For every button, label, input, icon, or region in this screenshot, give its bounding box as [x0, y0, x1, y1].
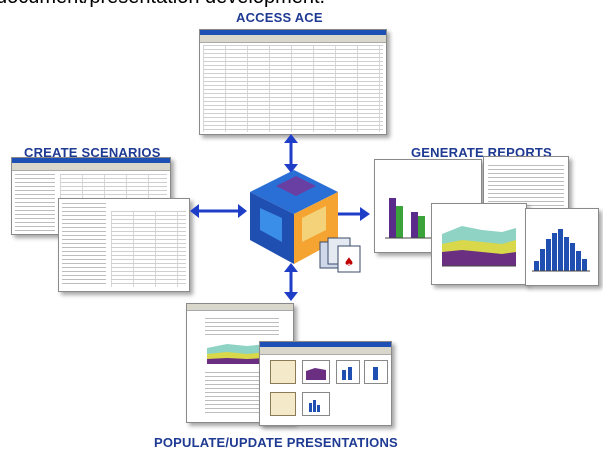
window-title-bar: [260, 342, 391, 347]
access-ace-spreadsheet-screenshot: [199, 29, 387, 135]
document-text-top: [205, 318, 279, 336]
report-histogram-screenshot: [525, 208, 599, 286]
slide-thumb-5: [270, 392, 296, 416]
slide-thumb-1: [270, 360, 296, 384]
report-area-chart: [442, 226, 516, 267]
scenario-table: [111, 211, 186, 287]
create-scenarios-label: CREATE SCENARIOS: [24, 145, 161, 160]
slide-thumb-4: [364, 360, 388, 384]
slide-thumb-6: [302, 392, 330, 416]
window-title-bar: [200, 30, 386, 35]
window-toolbar: [12, 163, 170, 171]
scenario-list: [62, 203, 106, 287]
svg-text:♠: ♠: [344, 255, 355, 269]
presentation-slides-screenshot: [259, 341, 392, 426]
window-title-bar: [12, 158, 170, 163]
window-toolbar: [200, 35, 386, 43]
window-toolbar: [260, 347, 391, 355]
arrow-left-icon: [190, 204, 247, 218]
arrow-right-icon: [336, 207, 370, 221]
ace-cube-logo: [250, 170, 338, 264]
cards-icon: ♠: [319, 237, 361, 273]
header-cutoff-text: document/presentation development.: [0, 0, 325, 9]
spreadsheet-grid: [203, 45, 383, 132]
access-ace-label: ACCESS ACE: [236, 10, 323, 25]
slide-thumb-3: [336, 360, 360, 384]
arrow-down-icon: [284, 263, 298, 301]
create-scenarios-front-screenshot: [58, 198, 190, 292]
slide-thumb-2: [302, 360, 330, 384]
tree-panel: [15, 174, 55, 231]
report-area-chart-screenshot: [431, 203, 527, 285]
document-toolbar: [187, 304, 293, 311]
document-chart: [207, 344, 267, 364]
report-histogram: [532, 229, 590, 272]
arrow-up-icon: [284, 134, 298, 173]
